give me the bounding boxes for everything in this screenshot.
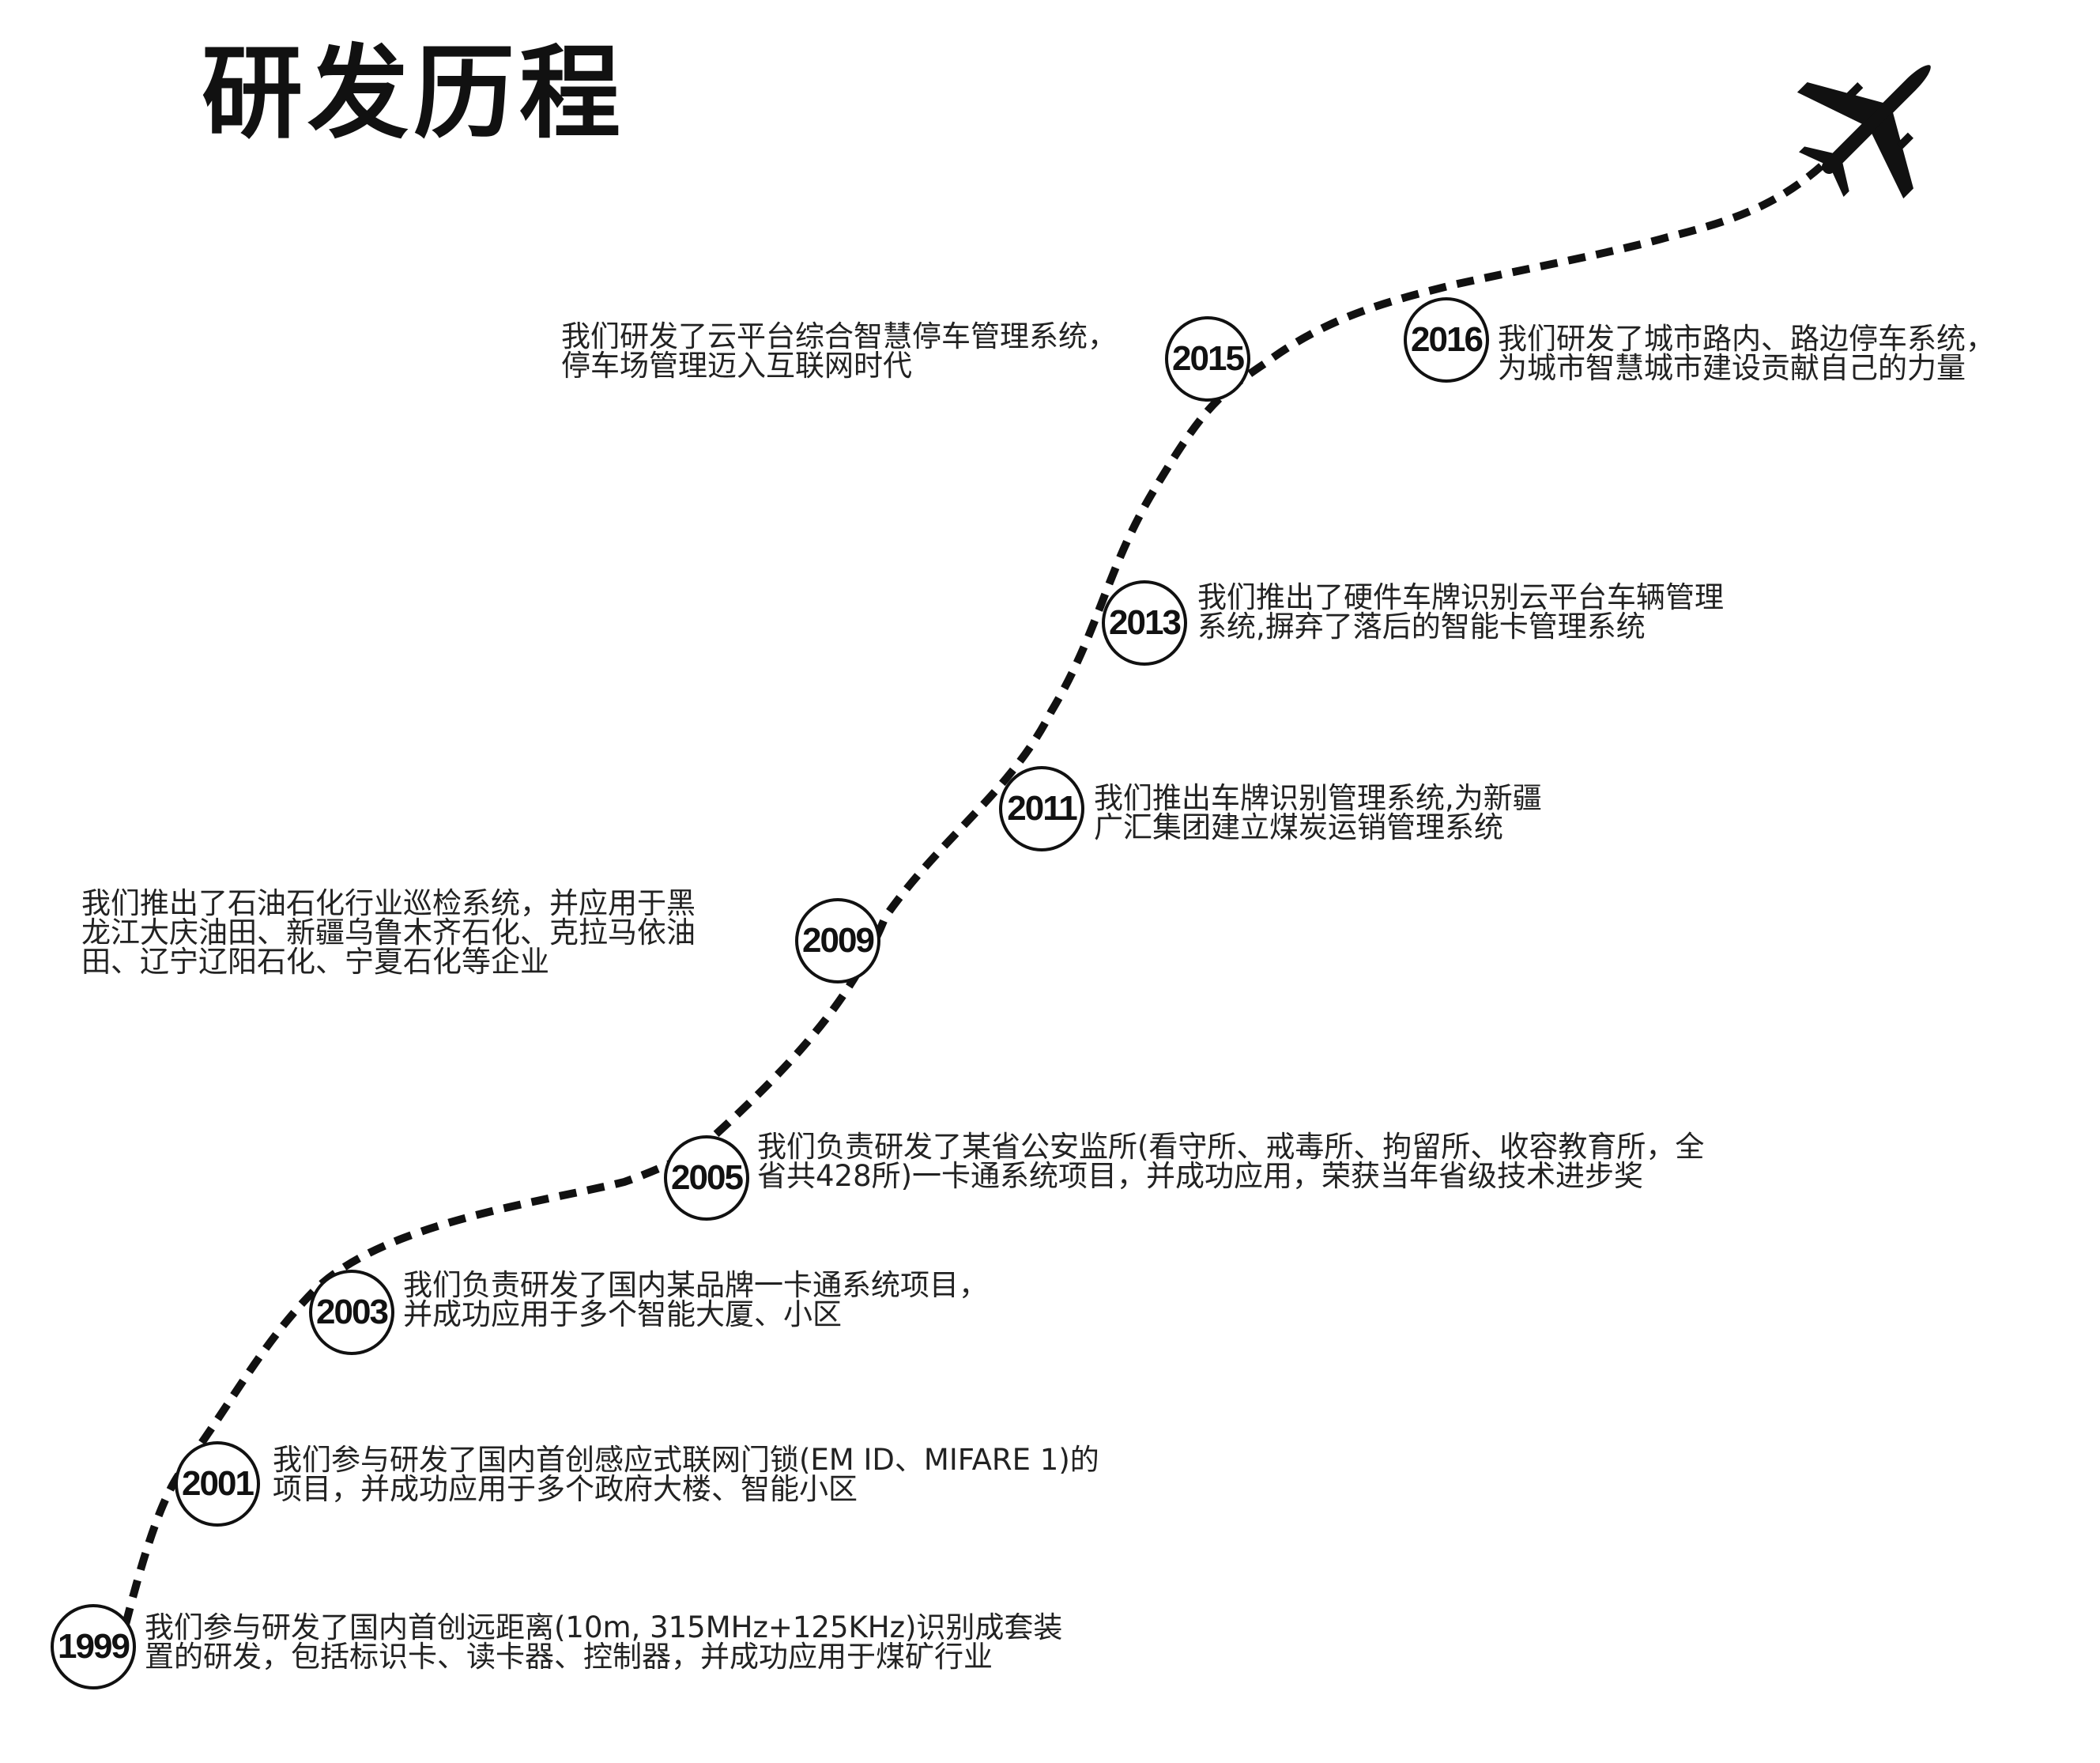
year-marker-2003: 2003 — [309, 1270, 394, 1355]
milestone-description-2001: 我们参与研发了国内首创感应式联网门锁(EM ID、MIFARE 1)的项目，并成… — [273, 1445, 1099, 1504]
description-line: 我们推出了硬件车牌识别云平台车辆管理 — [1197, 580, 1724, 614]
description-line: 我们研发了云平台综合智慧停车管理系统， — [561, 319, 1117, 353]
timeline-path — [115, 159, 1829, 1654]
description-line: 系统,摒弃了落后的智能卡管理系统 — [1197, 610, 1646, 644]
year-label: 2001 — [182, 1464, 254, 1503]
description-line: 我们负责研发了国内某品牌一卡通系统项目， — [403, 1268, 988, 1302]
description-line: 我们推出了石油石化行业巡检系统，并应用于黑 — [81, 886, 696, 920]
description-line: 置的研发，包括标识卡、读卡器、控制器，并成功应用于煤矿行业 — [145, 1640, 993, 1674]
year-label: 2003 — [316, 1293, 389, 1331]
description-line: 我们参与研发了国内首创感应式联网门锁(EM ID、MIFARE 1)的 — [273, 1443, 1099, 1477]
year-label: 1999 — [58, 1627, 130, 1666]
description-line: 龙江大庆油田、新疆乌鲁木齐石化、克拉马依油 — [81, 915, 696, 949]
description-line: 广汇集团建立煤炭运销管理系统 — [1094, 810, 1503, 844]
year-label: 2016 — [1411, 320, 1484, 359]
year-marker-2005: 2005 — [664, 1135, 749, 1221]
milestone-description-2013: 我们推出了硬件车牌识别云平台车辆管理系统,摒弃了落后的智能卡管理系统 — [1197, 583, 1724, 641]
year-marker-2011: 2011 — [999, 766, 1084, 851]
milestone-description-1999: 我们参与研发了国内首创远距离(10m, 315MHz+125KHz)识别成套装置… — [145, 1613, 1062, 1671]
year-label: 2005 — [671, 1158, 744, 1197]
milestone-description-2009: 我们推出了石油石化行业巡检系统，并应用于黑龙江大庆油田、新疆乌鲁木齐石化、克拉马… — [81, 889, 696, 976]
year-marker-2016: 2016 — [1404, 297, 1489, 383]
description-line: 停车场管理迈入互联网时代 — [561, 349, 912, 383]
description-line: 田、辽宁辽阳石化、宁夏石化等企业 — [81, 945, 549, 979]
year-marker-2015: 2015 — [1165, 316, 1250, 402]
description-line: 我们参与研发了国内首创远距离(10m, 315MHz+125KHz)识别成套装 — [145, 1610, 1063, 1644]
year-label: 2011 — [1007, 789, 1077, 828]
airplane-icon — [1796, 65, 1931, 199]
milestone-description-2016: 我们研发了城市路内、路边停车系统，为城市智慧城市建设贡献自己的力量 — [1498, 324, 1995, 383]
year-marker-2001: 2001 — [175, 1441, 260, 1527]
year-label: 2013 — [1109, 603, 1182, 642]
year-marker-2009: 2009 — [795, 898, 880, 983]
milestone-description-2003: 我们负责研发了国内某品牌一卡通系统项目，并成功应用于多个智能大厦、小区 — [403, 1270, 988, 1329]
year-label: 2009 — [802, 921, 875, 960]
year-marker-1999: 1999 — [51, 1604, 136, 1689]
description-line: 项目，并成功应用于多个政府大楼、智能小区 — [273, 1472, 858, 1506]
description-line: 为城市智慧城市建设贡献自己的力量 — [1498, 351, 1966, 385]
description-line: 并成功应用于多个智能大厦、小区 — [403, 1297, 842, 1331]
description-line: 我们负责研发了某省公安监所(看守所、戒毒所、拘留所、收容教育所，全 — [757, 1130, 1705, 1164]
year-marker-2013: 2013 — [1102, 580, 1187, 666]
year-label: 2015 — [1172, 339, 1245, 378]
description-line: 省共428所)一卡通系统项目，并成功应用，荣获当年省级技术进步奖 — [757, 1159, 1644, 1193]
milestone-description-2011: 我们推出车牌识别管理系统,为新疆广汇集团建立煤炭运销管理系统 — [1094, 783, 1542, 842]
milestone-description-2005: 我们负责研发了某省公安监所(看守所、戒毒所、拘留所、收容教育所，全省共428所)… — [757, 1132, 1704, 1191]
milestone-description-2015: 我们研发了云平台综合智慧停车管理系统，停车场管理迈入互联网时代 — [561, 322, 1117, 380]
description-line: 我们推出车牌识别管理系统,为新疆 — [1094, 781, 1542, 815]
page-title: 研发历程 — [202, 35, 626, 153]
description-line: 我们研发了城市路内、路边停车系统， — [1498, 322, 1995, 356]
